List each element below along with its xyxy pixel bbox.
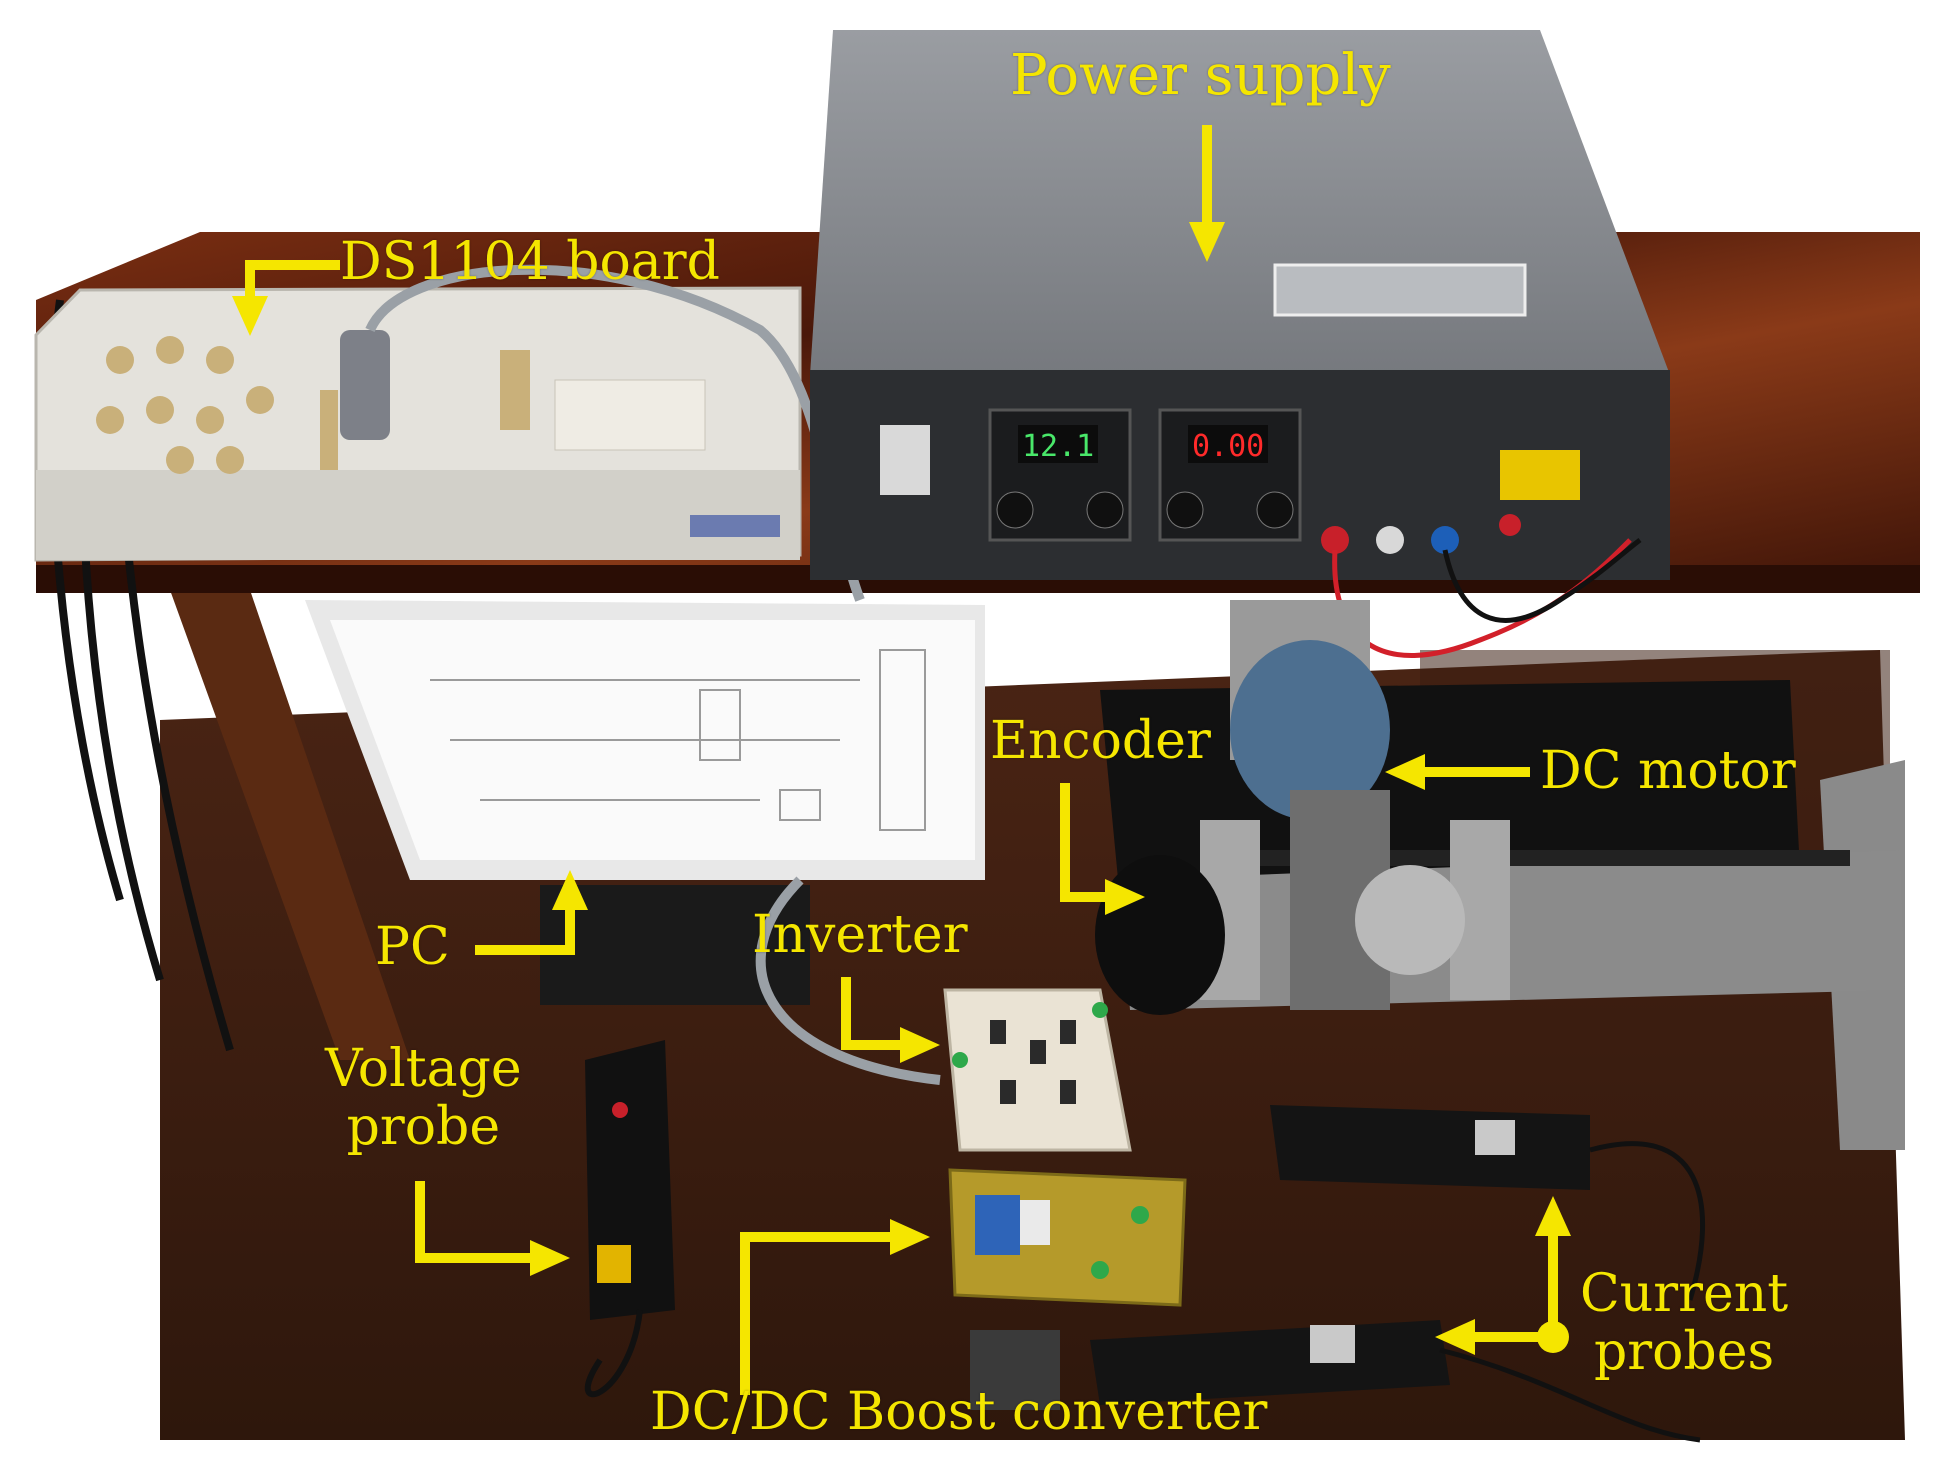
annotation-arrows xyxy=(232,125,1571,1395)
boost-converter-pcb xyxy=(948,1168,1187,1410)
motor-bench xyxy=(1095,600,1905,1015)
inverter-cable xyxy=(755,876,941,1085)
inverter-label: Inverter xyxy=(752,905,968,965)
voltage-probe-device xyxy=(584,1040,675,1398)
arrow-pc xyxy=(475,870,588,955)
arrow-ds1104 xyxy=(232,260,340,336)
current-probe-lower xyxy=(1090,1320,1450,1405)
inverter-pcb xyxy=(943,988,1132,1152)
arrow-encoder xyxy=(1060,783,1145,915)
current-probe-upper xyxy=(1270,1105,1590,1190)
probe-cables xyxy=(1439,1141,1706,1443)
arrow-boost-converter xyxy=(740,1219,930,1395)
ds1104-connector-box xyxy=(34,286,802,562)
boost-converter-label: DC/DC Boost converter xyxy=(650,1382,1268,1442)
arrow-power-supply xyxy=(1189,125,1225,262)
voltage-probe-label: Voltage probe xyxy=(325,1039,522,1158)
arrow-inverter xyxy=(841,977,940,1063)
voltage-display: 12.1 xyxy=(1022,429,1094,464)
power-supply-label: Power supply xyxy=(1010,43,1391,108)
pc-label: PC xyxy=(375,917,450,977)
pc-monitor xyxy=(305,600,985,1005)
current-display: 0.00 xyxy=(1192,429,1264,464)
dc-motor-label: DC motor xyxy=(1540,741,1796,801)
arrow-dc-motor xyxy=(1385,754,1530,790)
encoder-label: Encoder xyxy=(990,711,1211,771)
power-supply-unit xyxy=(810,30,1670,580)
current-probes-label: Current probes xyxy=(1580,1264,1789,1383)
arrow-voltage-probe xyxy=(415,1181,570,1276)
ds1104-board-label: DS1104 board xyxy=(340,232,720,292)
arrow-current-probes xyxy=(1435,1196,1571,1355)
